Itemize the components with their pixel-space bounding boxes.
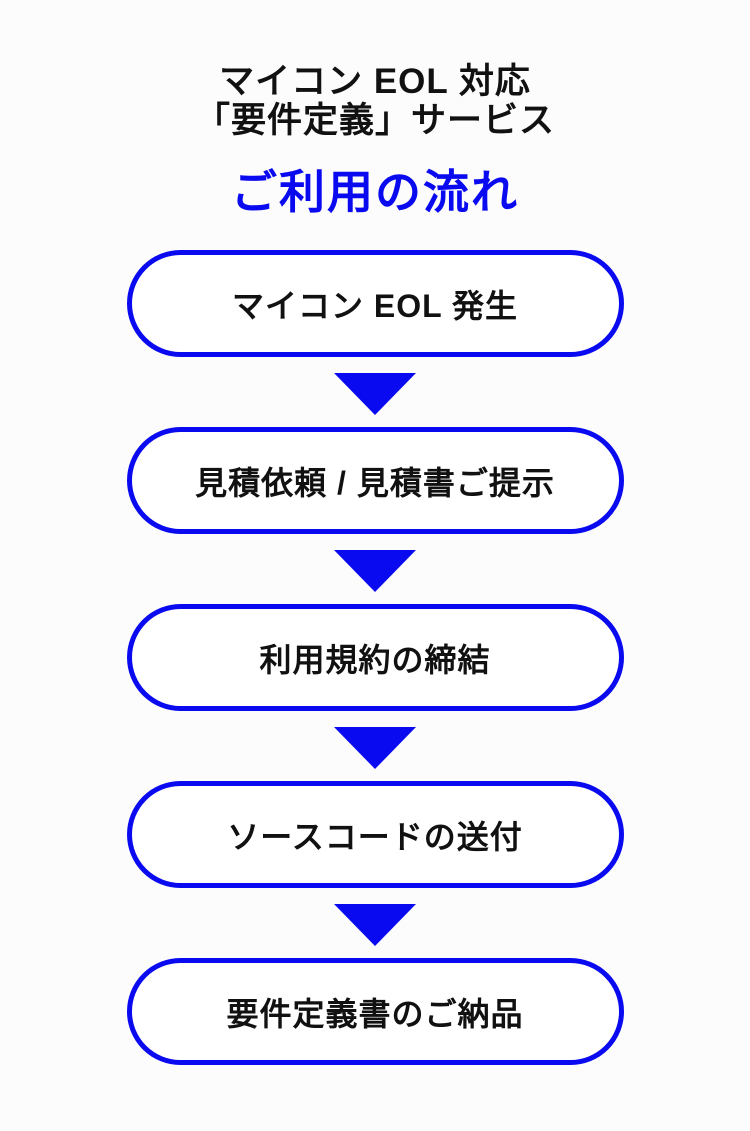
flow-step-3-label: 利用規約の締結 xyxy=(259,641,491,678)
flow-step-1: マイコン EOL 発生 xyxy=(126,250,624,357)
down-arrow-icon xyxy=(334,904,416,946)
page-title: マイコン EOL 対応 「要件定義」サービス xyxy=(0,62,750,140)
flow-step-4: ソースコードの送付 xyxy=(126,781,624,888)
down-arrow-icon xyxy=(334,550,416,592)
page-header: マイコン EOL 対応 「要件定義」サービス ご利用の流れ xyxy=(0,62,750,216)
flow-step-5-label: 要件定義書のご納品 xyxy=(226,995,524,1032)
flow-step-1-label: マイコン EOL 発生 xyxy=(232,287,518,324)
flow-step-2-label: 見積依頼 / 見積書ご提示 xyxy=(195,464,555,501)
page-title-line1: マイコン EOL 対応 xyxy=(219,62,531,101)
flow-step-4-label: ソースコードの送付 xyxy=(227,818,523,855)
flow-step-5: 要件定義書のご納品 xyxy=(126,958,624,1065)
flow-steps-container: マイコン EOL 発生 見積依頼 / 見積書ご提示 利用規約の締結 ソースコード… xyxy=(0,250,750,1065)
down-arrow-icon xyxy=(334,373,416,415)
page-title-line2: 「要件定義」サービス xyxy=(194,101,555,140)
flow-step-3: 利用規約の締結 xyxy=(126,604,624,711)
page-subtitle: ご利用の流れ xyxy=(231,166,519,218)
down-arrow-icon xyxy=(334,727,416,769)
flow-step-2: 見積依頼 / 見積書ご提示 xyxy=(126,427,624,534)
